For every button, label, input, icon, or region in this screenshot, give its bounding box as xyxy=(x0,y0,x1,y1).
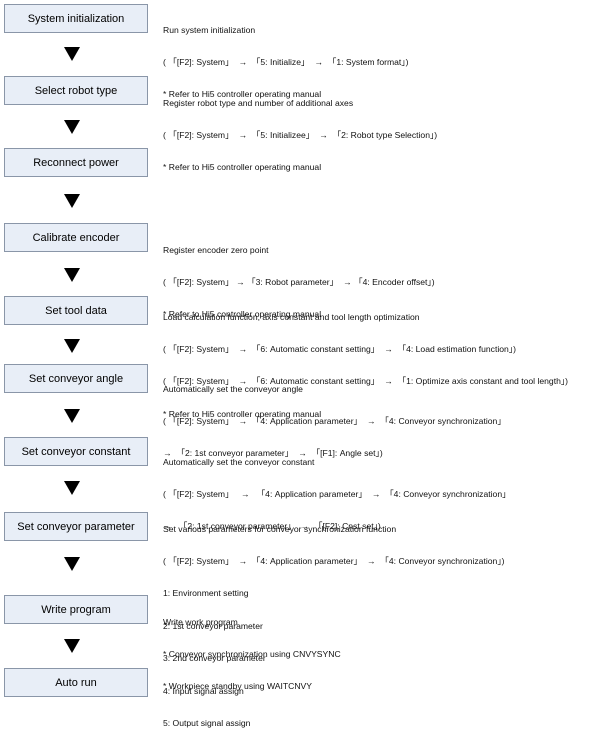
step-set-conveyor-angle: Set conveyor angle xyxy=(4,364,148,393)
description-line: Register encoder zero point xyxy=(163,244,269,255)
description-line: ( 「[F2]: System」 → 「4: Application param… xyxy=(163,555,505,566)
description-line: * Refer to Hi5 controller operating manu… xyxy=(163,89,322,100)
step-label: Set tool data xyxy=(45,304,107,317)
step-label: Select robot type xyxy=(34,84,118,97)
down-arrow-icon xyxy=(64,481,80,495)
down-arrow-icon xyxy=(64,339,80,353)
step-label: System initialization xyxy=(27,12,125,25)
description-line: → 「2: 1st conveyor parameter」 → 「[F1]: A… xyxy=(163,448,383,459)
description-line: * Conveyor synchronization using CNVYSYN… xyxy=(163,648,341,659)
description-line: Write work program xyxy=(163,616,238,627)
down-arrow-icon xyxy=(64,268,80,282)
description-line: ( 「[F2]: System」 → 「4: Application param… xyxy=(163,488,511,499)
description-line: 5: Output signal assign xyxy=(163,717,251,728)
description-line: Automatically set the conveyor constant xyxy=(163,456,315,467)
description-line: Run system initialization xyxy=(163,24,256,35)
step-description: Register robot type and number of additi… xyxy=(163,76,437,184)
step-select-robot-type: Select robot type xyxy=(4,76,148,105)
description-line: Load calculation function, axis constant… xyxy=(163,311,420,322)
step-set-tool-data: Set tool data xyxy=(4,296,148,325)
description-line: ( 「[F2]: System」 → 「6: Automatic constan… xyxy=(163,376,569,387)
down-arrow-icon xyxy=(64,409,80,423)
description-line: Automatically set the conveyor angle xyxy=(163,383,303,394)
description-line: ( 「[F2]: System」 → 「5: Initialize」 → 「1:… xyxy=(163,56,409,67)
step-label: Set conveyor parameter xyxy=(17,520,135,533)
step-set-conveyor-constant: Set conveyor constant xyxy=(4,437,148,466)
step-label: Write program xyxy=(41,603,111,616)
step-auto-run: Auto run xyxy=(4,668,148,697)
description-line: → 「2: 1st conveyor parameter」 → 「[F2]: C… xyxy=(163,521,381,532)
description-line: Set various parameters for conveyor sync… xyxy=(163,523,397,534)
description-line: 4: Input signal assign xyxy=(163,685,244,696)
description-line: ( 「[F2]: System」 → 「6: Automatic constan… xyxy=(163,343,516,354)
description-line: ( 「[F2]: System」 → 「3: Robot parameter」 … xyxy=(163,276,435,287)
down-arrow-icon xyxy=(64,557,80,571)
down-arrow-icon xyxy=(64,120,80,134)
step-calibrate-encoder: Calibrate encoder xyxy=(4,223,148,252)
step-set-conveyor-parameter: Set conveyor parameter xyxy=(4,512,148,541)
step-label: Reconnect power xyxy=(33,156,119,169)
description-line: * Refer to Hi5 controller operating manu… xyxy=(163,162,322,173)
step-description: Write work program * Conveyor synchroniz… xyxy=(163,595,341,703)
description-line: * Refer to Hi5 controller operating manu… xyxy=(163,309,322,320)
step-description: Run system initialization ( 「[F2]: Syste… xyxy=(163,3,408,111)
step-description: Automatically set the conveyor constant … xyxy=(163,435,511,543)
step-description: Register encoder zero point ( 「[F2]: Sys… xyxy=(163,223,435,331)
down-arrow-icon xyxy=(64,47,80,61)
step-write-program: Write program xyxy=(4,595,148,624)
step-label: Set conveyor constant xyxy=(21,445,131,458)
step-description: Load calculation function, axis constant… xyxy=(163,290,568,430)
step-description: Set various parameters for conveyor sync… xyxy=(163,502,504,740)
step-description: Automatically set the conveyor angle ( 「… xyxy=(163,362,506,470)
description-line: ( 「[F2]: System」 → 「5: Initializee」 → 「2… xyxy=(163,129,438,140)
step-label: Auto run xyxy=(55,676,97,689)
description-line: 2: 1st conveyor parameter xyxy=(163,620,263,631)
description-line: * Refer to Hi5 controller operating manu… xyxy=(163,408,322,419)
description-line: Register robot type and number of additi… xyxy=(163,97,354,108)
down-arrow-icon xyxy=(64,194,80,208)
description-line: 3: 2nd conveyor parameter xyxy=(163,653,266,664)
step-label: Set conveyor angle xyxy=(28,372,124,385)
step-label: Calibrate encoder xyxy=(32,231,120,244)
description-line: 1: Environment setting xyxy=(163,588,249,599)
description-line: * Workpiece standby using WAITCNVY xyxy=(163,681,313,692)
description-line: ( 「[F2]: System」 → 「4: Application param… xyxy=(163,415,506,426)
down-arrow-icon xyxy=(64,639,80,653)
step-reconnect-power: Reconnect power xyxy=(4,148,148,177)
step-system-initialization: System initialization xyxy=(4,4,148,33)
